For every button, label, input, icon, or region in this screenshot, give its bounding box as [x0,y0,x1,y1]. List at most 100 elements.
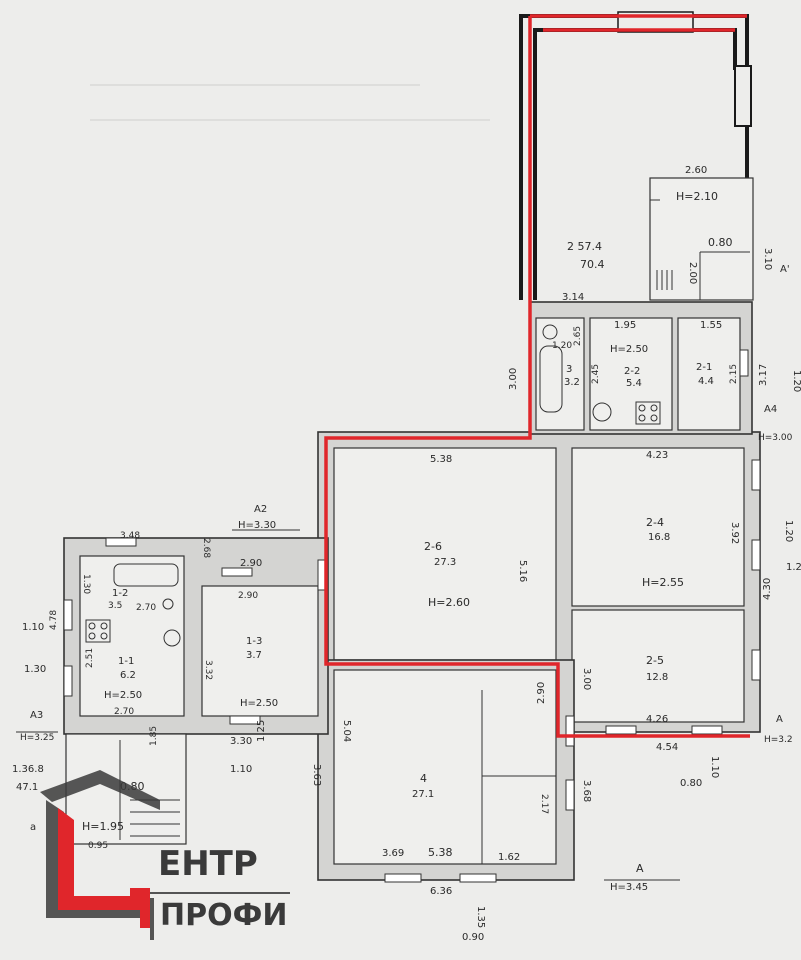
marker-h330: Н=3.30 [238,520,276,531]
room-1-1-id: 1-1 [118,656,134,667]
dim-5-16: 5.16 [517,560,528,582]
dim-1-55: 1.55 [700,320,722,331]
dim-2-90-c: 2.90 [536,682,547,704]
dim-2-15: 2.15 [729,364,739,384]
room-1-3 [201,585,319,717]
room-080-height: Н=2.10 [676,190,718,203]
room-2-6-area: 27.3 [434,557,456,568]
room-2-2-area: 5.4 [626,378,642,389]
dim-1-25: 1.25 [256,720,267,742]
windows [63,349,761,883]
room-1-1-area: 6.2 [120,670,136,681]
marker-a4: А4 [764,404,777,415]
dimension-labels: 3.14 1.20 2.65 1.95 1.55 2.45 2.15 3.00 … [22,292,801,943]
dim-2-17: 2.17 [539,794,549,814]
dim-3-14: 3.14 [562,292,584,303]
dim-3-32: 3.32 [203,660,213,680]
dim-3-00-b: 3.00 [581,668,592,690]
stove-icon-1-1 [85,619,111,643]
room-2-1-area: 4.4 [698,376,714,387]
dim-3-63: 3.63 [311,764,322,786]
dim-4-26: 4.26 [646,714,668,725]
dim-1-10-right: 1.10 [709,756,720,778]
room-2-5-id: 2-5 [646,654,664,667]
marker-a2: А2 [254,504,267,515]
marker-471: 47.1 [16,782,38,793]
marker-a3: А3 [30,710,43,721]
room-1-2-id: 1-2 [112,588,128,599]
room-3-area: 3.2 [564,377,580,388]
room-080-top: 2.60 Н=2.10 0.80 3.10 2.00 [649,165,773,301]
room-1-3-height: Н=2.50 [240,698,278,709]
fixtures [85,324,661,647]
dim-3-69: 3.69 [382,848,404,859]
dim-2-00: 2.00 [687,262,698,284]
room-2-4-id: 2-4 [646,516,664,529]
room-2-2-height: Н=2.50 [610,344,648,355]
dim-3-92: 3.92 [729,522,740,544]
dim-1-25-right: 1.25 [786,562,801,573]
dim-1-30: 1.30 [81,574,91,594]
room-labels: 3 3.2 Н=2.50 2-2 5.4 2-1 4.4 2-6 27.3 Н=… [82,344,714,833]
sink-icon-1-2 [162,598,174,610]
marker-h325: Н=3.25 [20,733,54,743]
porch-height: Н=1.95 [82,820,124,833]
marker-a-top: А' [780,264,790,275]
room-2-1-id: 2-1 [696,362,712,373]
dim-1-10-left: 1.10 [230,764,252,775]
room-080-area: 0.80 [708,236,733,249]
dim-1-95: 1.95 [614,320,636,331]
room-4-id: 4 [420,772,427,785]
dim-2-70-b: 2.70 [114,707,134,717]
room-2-6-id: 2-6 [424,540,442,553]
room-1-2-area: 3.5 [108,601,122,611]
room-1-1 [79,555,185,717]
roof-icon [40,770,160,810]
dim-5-38: 5.38 [430,454,452,465]
dim-4-23: 4.23 [646,450,668,461]
boiler-icon-2-2 [592,402,612,422]
logo-c-icon [58,808,150,928]
room-2-6 [333,447,557,661]
red-boundary-line [324,14,750,738]
dim-2-90-b: 2.90 [238,591,258,601]
room-2-4 [571,447,745,607]
stove-icon-2-2 [635,401,661,425]
dim-1-20-right: 1.20 [791,370,801,392]
dim-0-90: 0.90 [462,932,484,943]
dim-2-60: 2.60 [685,165,707,176]
dim-4-78: 4.78 [49,610,59,630]
room-2-4-area: 16.8 [648,532,670,543]
marker-h32: Н=3.2 [764,735,793,745]
room-2-5-area: 12.8 [646,672,668,683]
marker-a-small: а [30,822,36,833]
dim-1-85: 1.85 [149,726,159,746]
marker-h345: Н=3.45 [610,882,648,893]
boiler-icon-1-1 [163,629,181,647]
bath-icon-room3 [539,345,563,413]
room-2-1 [677,317,741,431]
dim-4-30: 4.30 [762,578,773,600]
dim-0-95: 0.95 [88,841,108,851]
dim-2-51: 2.51 [85,648,95,668]
room-2-6-height: Н=2.60 [428,596,470,609]
dim-2-90-a: 2.90 [240,558,262,569]
marker-a-bottom: А [636,862,644,875]
dim-2-65: 2.65 [573,326,583,346]
room-1-3-id: 1-3 [246,636,262,647]
room-2-2 [589,317,673,431]
room-3-id: 3 [566,364,572,375]
room-4-area: 27.1 [412,789,434,800]
room-2-57-area: 70.4 [580,258,605,271]
dim-1-30-far-left: 1.30 [24,664,46,675]
dim-5-04: 5.04 [341,720,352,742]
dim-2-68: 2.68 [201,538,211,558]
brand-text-bottom: ПРОФИ [160,898,287,933]
extension-window [734,65,752,127]
marker-a-right: А [776,714,783,725]
room-2-5 [571,609,745,723]
dim-4-54: 4.54 [656,742,678,753]
room-2-57-id: 2 57.4 [567,240,602,253]
dim-1-35: 1.35 [475,906,486,928]
